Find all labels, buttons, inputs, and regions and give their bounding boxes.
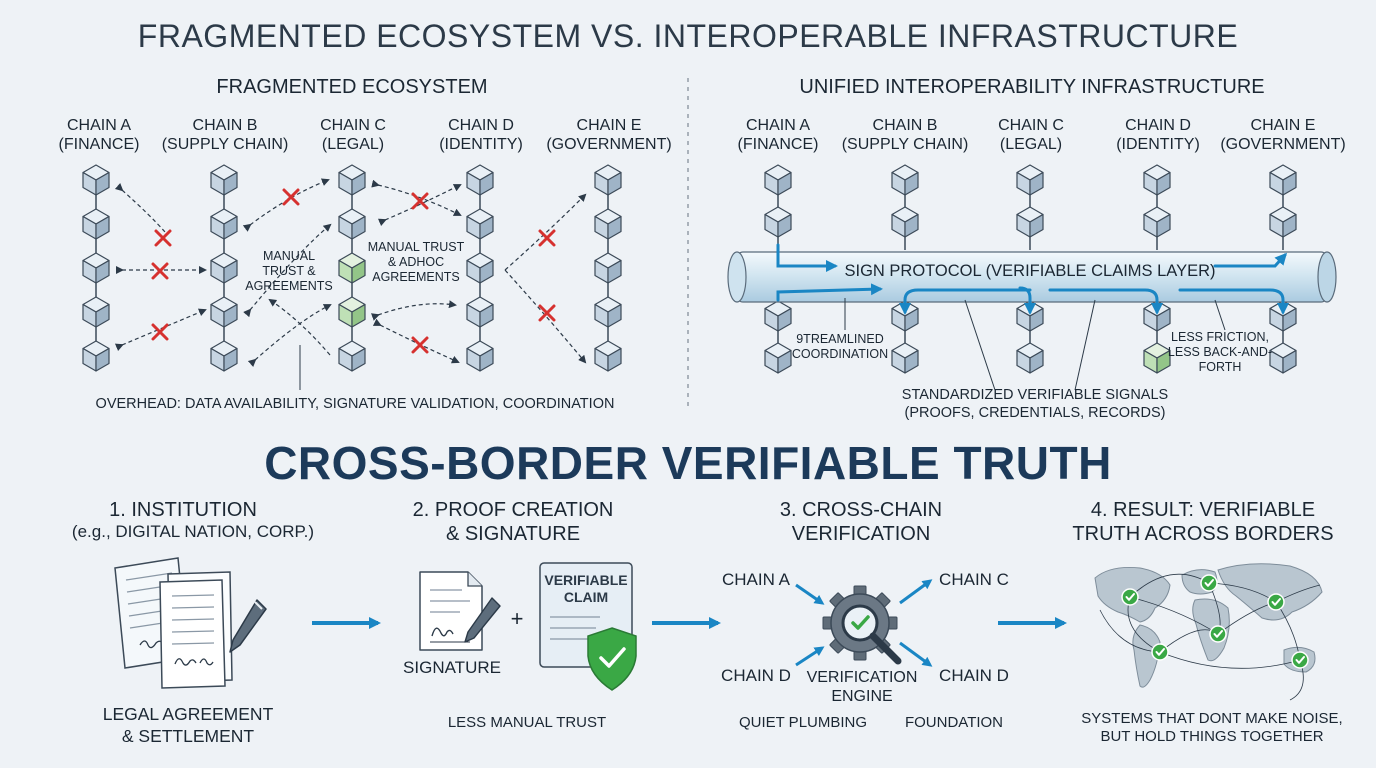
page-title: FRAGMENTED ECOSYSTEM VS. INTEROPERABLE I… xyxy=(137,18,1239,54)
fragmented-chain-a-label: CHAIN A(FINANCE) xyxy=(58,117,140,153)
manual-trust-label-2: MANUAL TRUST & ADHOC AGREEMENTS xyxy=(367,240,465,284)
documents-icon xyxy=(114,557,233,689)
less-friction-label: LESS FRICTION, LESS BACK-AND- FORTH xyxy=(1167,330,1273,374)
unified-chain-d-label: CHAIN D(IDENTITY) xyxy=(1116,117,1200,153)
step3-chain-a: CHAIN A xyxy=(721,570,791,589)
step3-chain-c: CHAIN C xyxy=(939,570,1009,589)
unified-chain-e-label: CHAIN E(GOVERNMENT) xyxy=(1220,117,1346,153)
signature-label: SIGNATURE xyxy=(403,658,501,677)
step1-caption: LEGAL AGREEMENT & SETTLEMENT xyxy=(102,704,274,746)
step3-caption-left: QUIET PLUMBING xyxy=(738,714,868,731)
step4-title: 4. RESULT: VERIFIABLE TRUTH ACROSS BORDE… xyxy=(1072,499,1334,545)
chain-b-stack xyxy=(210,164,238,372)
gear-magnifier-icon xyxy=(822,585,902,665)
step2-caption: LESS MANUAL TRUST xyxy=(447,714,607,731)
manual-trust-label-1: MANUAL TRUST & AGREEMENTS xyxy=(245,249,333,293)
shield-check-icon xyxy=(587,627,637,691)
verifiable-claim-label: VERIFIABLE CLAIM xyxy=(544,572,628,605)
sign-protocol-label: SIGN PROTOCOL (VERIFIABLE CLAIMS LAYER) xyxy=(844,262,1216,280)
step2-title: 2. PROOF CREATION & SIGNATURE xyxy=(412,499,614,545)
standardized-signals-label: STANDARDIZED VERIFIABLE SIGNALS (PROOFS,… xyxy=(901,387,1169,421)
step4-caption: SYSTEMS THAT DONT MAKE NOISE, BUT HOLD T… xyxy=(1081,710,1343,745)
step1-title: 1. INSTITUTION xyxy=(109,499,257,521)
unified-chain-a-label: CHAIN A(FINANCE) xyxy=(737,117,819,153)
chain-c-stack xyxy=(338,164,366,372)
verification-engine-label: VERIFICATION ENGINE xyxy=(806,669,918,705)
protocol-flow-arrows xyxy=(776,243,1289,315)
step3-title: 3. CROSS-CHAIN VERIFICATION xyxy=(779,499,943,545)
unified-chain-c-label: CHAIN C(LEGAL) xyxy=(998,117,1064,153)
plus-sign: + xyxy=(510,606,524,631)
chain-d-stack xyxy=(466,164,494,372)
unified-chains-upper xyxy=(764,164,1297,250)
verification-arrows xyxy=(795,579,933,667)
world-map-icon xyxy=(1094,563,1323,701)
chain-a-stack xyxy=(82,164,110,372)
step3-chain-d-left: CHAIN D xyxy=(721,666,791,685)
step3-caption-right: FOUNDATION xyxy=(904,714,1004,731)
overhead-label: OVERHEAD: DATA AVAILABILITY, SIGNATURE V… xyxy=(95,396,615,412)
fragmented-chain-e-label: CHAIN E(GOVERNMENT) xyxy=(546,117,672,153)
fragmented-chain-b-label: CHAIN B(SUPPLY CHAIN) xyxy=(161,117,289,153)
streamlined-coordination-label: 9TREAMLINED COORDINATION xyxy=(791,332,889,361)
signed-document-icon xyxy=(419,571,501,651)
step3-chain-d-right: CHAIN D xyxy=(939,666,1009,685)
unified-section-title: UNIFIED INTEROPERABILITY INFRASTRUCTURE xyxy=(799,76,1265,98)
cross-border-title: CROSS-BORDER VERIFIABLE TRUTH xyxy=(264,437,1112,489)
fragmented-section-title: FRAGMENTED ECOSYSTEM xyxy=(216,76,488,98)
fragmented-chain-d-label: CHAIN D(IDENTITY) xyxy=(439,117,523,153)
pen-icon xyxy=(229,599,267,653)
chain-e-stack xyxy=(594,164,622,372)
step1-subtitle: (e.g., DIGITAL NATION, CORP.) xyxy=(71,522,315,541)
leader-lines xyxy=(844,298,1226,391)
unified-chain-b-label: CHAIN B(SUPPLY CHAIN) xyxy=(841,117,969,153)
fragmented-chains xyxy=(82,164,622,372)
fragmented-chain-c-label: CHAIN C(LEGAL) xyxy=(320,117,386,153)
